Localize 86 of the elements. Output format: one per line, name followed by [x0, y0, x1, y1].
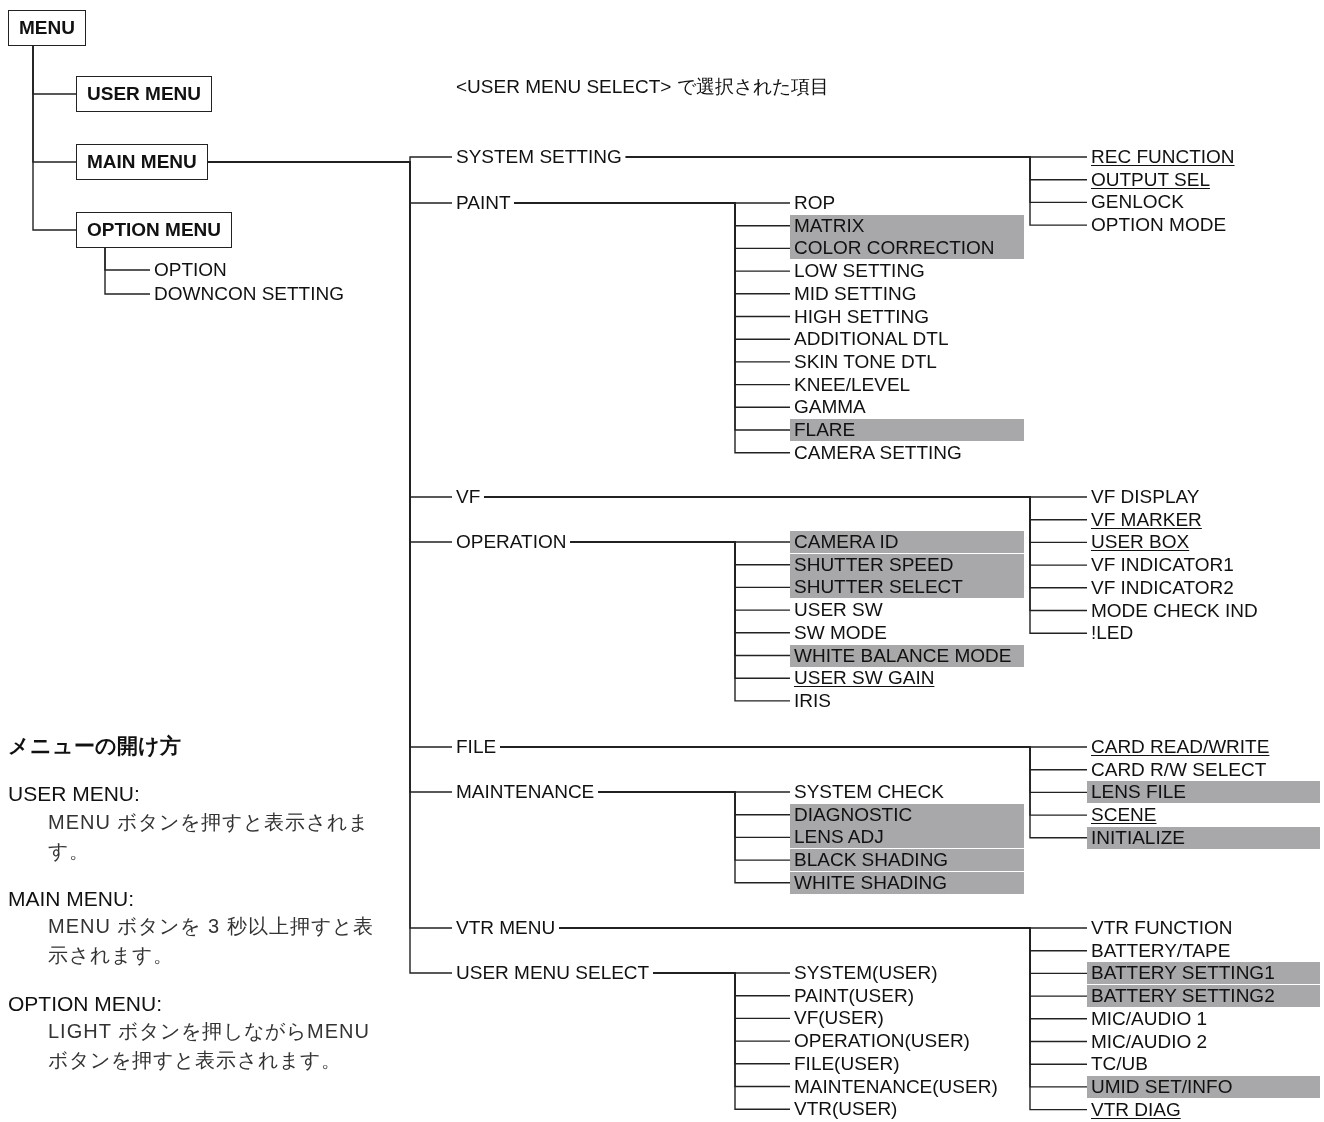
- menu-item: MAINTENANCE: [452, 781, 599, 803]
- menu-item: GENLOCK: [1087, 191, 1320, 214]
- menu-item: VTR MENU: [452, 917, 560, 939]
- menu-item: OPTION MODE: [1087, 214, 1320, 237]
- note-text: <USER MENU SELECT> で選択された項目: [456, 76, 829, 98]
- menu-item: MID SETTING: [790, 282, 1024, 305]
- menu-item: LOW SETTING: [790, 260, 1024, 283]
- menu-item: CAMERA ID: [790, 531, 1024, 553]
- menu-item: VTR FUNCTION: [1087, 917, 1320, 939]
- menu-item: VTR DIAG: [1087, 1098, 1320, 1121]
- menu-item: TC/UB: [1087, 1053, 1320, 1076]
- menu-item: USER BOX: [1087, 531, 1320, 554]
- connector-line: [597, 791, 791, 884]
- menu-item: IRIS: [790, 689, 1024, 712]
- menu-item: LENS ADJ: [790, 826, 1024, 849]
- connector-line: [483, 496, 1088, 634]
- menu-item: CAMERA SETTING: [790, 441, 1024, 464]
- menu-item: SYSTEM(USER): [790, 962, 1024, 984]
- menu-item: MODE CHECK IND: [1087, 599, 1320, 622]
- menu-item: BATTERY/TAPE: [1087, 939, 1320, 962]
- menu-box: MENU: [8, 10, 86, 46]
- connector-line: [625, 156, 1088, 226]
- menu-item: SHUTTER SELECT: [790, 576, 1024, 599]
- menu-item: VF: [452, 486, 485, 508]
- menu-item: OPERATION: [452, 531, 571, 553]
- menu-item: SKIN TONE DTL: [790, 350, 1024, 373]
- menu-item: PAINT(USER): [790, 984, 1024, 1007]
- menu-item: DIAGNOSTIC: [790, 803, 1024, 826]
- menu-item: FILE: [452, 736, 501, 758]
- menu-item: WHITE BALANCE MODE: [790, 644, 1024, 667]
- menu-item: BATTERY SETTING1: [1087, 962, 1320, 985]
- menu-item: VTR(USER): [790, 1098, 1024, 1121]
- menu-item: FILE(USER): [790, 1052, 1024, 1075]
- menu-item: CARD READ/WRITE: [1087, 736, 1320, 758]
- menu-item: REC FUNCTION: [1087, 146, 1320, 168]
- menu-item: MAINTENANCE(USER): [790, 1075, 1024, 1098]
- connector-line: [104, 247, 151, 295]
- menu-item: MATRIX: [790, 214, 1024, 237]
- connector-line: [32, 45, 77, 231]
- menu-item: VF(USER): [790, 1007, 1024, 1030]
- connector-line: [499, 746, 1088, 839]
- menu-item: MIC/AUDIO 1: [1087, 1007, 1320, 1030]
- menu-item: VF MARKER: [1087, 508, 1320, 531]
- menu-item: PAINT: [452, 192, 515, 214]
- menu-item: FLARE: [790, 419, 1024, 441]
- menu-item: BATTERY SETTING2: [1087, 985, 1320, 1008]
- menu-item: USER SW GAIN: [790, 667, 1024, 690]
- menu-item: ADDITIONAL DTL: [790, 328, 1024, 351]
- menu-item: INITIALIZE: [1087, 826, 1320, 849]
- menu-box: USER MENU: [76, 76, 212, 112]
- description-text: MENU ボタンを 3 秒以上押すと表示されます。: [48, 914, 375, 968]
- menu-name: OPTION MENU:: [8, 991, 162, 1017]
- menu-item: CARD R/W SELECT: [1087, 758, 1320, 781]
- menu-item: KNEE/LEVEL: [790, 373, 1024, 396]
- menu-item: SHUTTER SPEED: [790, 553, 1024, 576]
- menu-item: USER MENU SELECT: [452, 962, 654, 984]
- description-text: LIGHT ボタンを押しながらMENU ボタンを押すと表示されます。: [48, 1019, 371, 1073]
- menu-box: MAIN MENU: [76, 144, 208, 180]
- menu-item: ROP: [790, 192, 1024, 214]
- menu-item: SCENE: [1087, 804, 1320, 827]
- menu-item: OUTPUT SEL: [1087, 168, 1320, 191]
- menu-name: MAIN MENU:: [8, 886, 134, 912]
- section-heading: メニューの開け方: [8, 735, 181, 757]
- menu-item: MIC/AUDIO 2: [1087, 1030, 1320, 1053]
- menu-item: !LED: [1087, 622, 1320, 645]
- menu-item: VF DISPLAY: [1087, 486, 1320, 508]
- menu-item: VF INDICATOR1: [1087, 554, 1320, 577]
- menu-item: BLACK SHADING: [790, 849, 1024, 872]
- menu-item: SYSTEM SETTING: [452, 146, 626, 168]
- menu-item: VF INDICATOR2: [1087, 576, 1320, 599]
- menu-item: LENS FILE: [1087, 781, 1320, 804]
- menu-item: USER SW: [790, 599, 1024, 622]
- menu-item: HIGH SETTING: [790, 305, 1024, 328]
- menu-item: UMID SET/INFO: [1087, 1075, 1320, 1098]
- description-text: MENU ボタンを押すと表示されます。: [48, 810, 371, 864]
- connector-line: [652, 972, 791, 1110]
- menu-name: USER MENU:: [8, 781, 140, 807]
- menu-box: OPTION MENU: [76, 212, 233, 248]
- menu-item: SYSTEM CHECK: [790, 781, 1024, 803]
- menu-item: SW MODE: [790, 621, 1024, 644]
- menu-item: COLOR CORRECTION: [790, 237, 1024, 260]
- menu-item: DOWNCON SETTING: [150, 283, 348, 305]
- menu-item: OPERATION(USER): [790, 1030, 1024, 1053]
- menu-item: WHITE SHADING: [790, 871, 1024, 894]
- menu-item: OPTION: [150, 259, 231, 281]
- menu-item: GAMMA: [790, 396, 1024, 419]
